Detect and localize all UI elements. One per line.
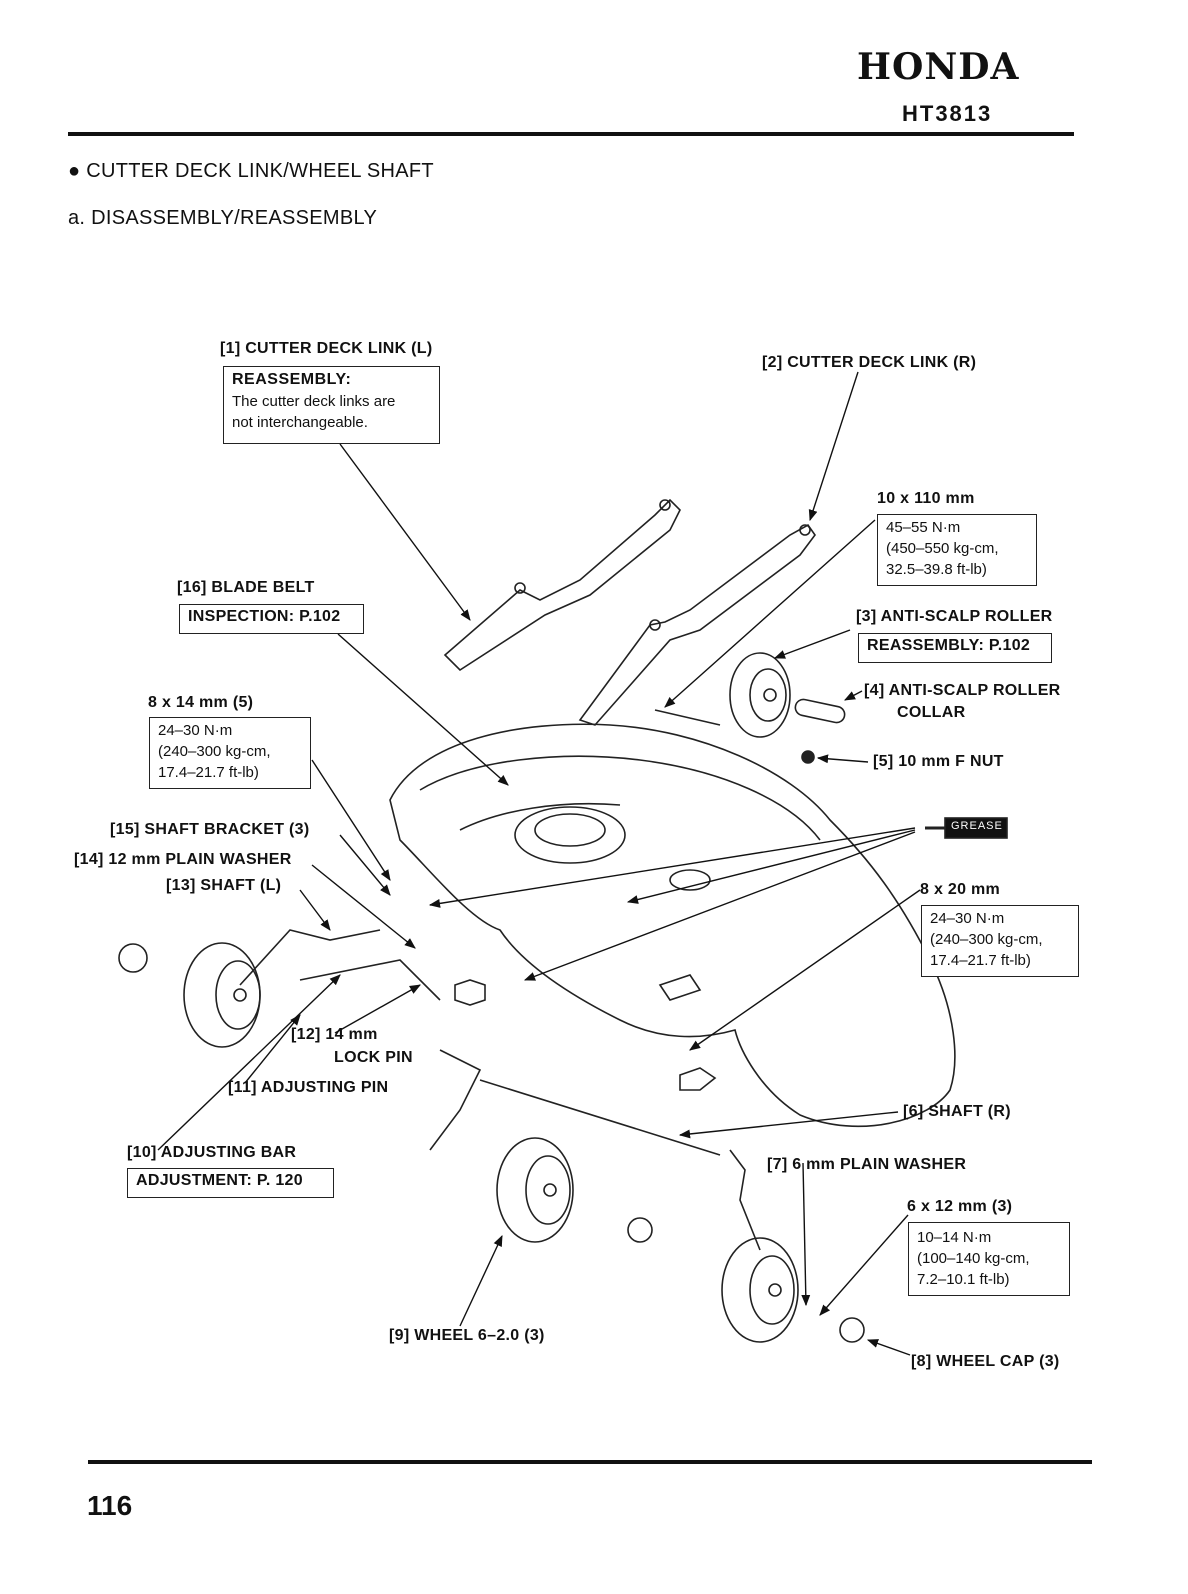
callout-9-label: [9] WHEEL 6–2.0 (3) bbox=[389, 1327, 545, 1344]
callout-1-box: REASSEMBLY: The cutter deck links are no… bbox=[223, 366, 440, 444]
bullet: ● bbox=[68, 160, 87, 182]
shaft-r bbox=[479, 1079, 721, 1156]
adjusting-bar bbox=[299, 959, 441, 1001]
brand-logo: HONDA bbox=[857, 46, 1020, 88]
wheel-cap-center bbox=[627, 1217, 653, 1243]
callout-3-label: [3] ANTI-SCALP ROLLER bbox=[856, 608, 1053, 625]
torque-10x110-line2: (450–550 kg-cm, bbox=[886, 540, 999, 557]
torque-10x110-box: 45–55 N·m (450–550 kg-cm, 32.5–39.8 ft-l… bbox=[877, 514, 1037, 586]
shaft-l bbox=[239, 929, 381, 986]
section-subtitle: a. DISASSEMBLY/REASSEMBLY bbox=[68, 207, 378, 229]
callout-1-box-line1: The cutter deck links are bbox=[232, 393, 396, 410]
torque-6x12-line3: 7.2–10.1 ft-lb) bbox=[917, 1271, 1010, 1288]
callout-4-label-line2: COLLAR bbox=[897, 704, 966, 721]
torque-8x20-line2: (240–300 kg-cm, bbox=[930, 931, 1043, 948]
callout-15-label: [15] SHAFT BRACKET (3) bbox=[110, 821, 310, 838]
wheel-center bbox=[496, 1137, 574, 1243]
wheel-right bbox=[721, 1237, 799, 1343]
anti-scalp-roller bbox=[729, 652, 791, 738]
callout-7-label: [7] 6 mm PLAIN WASHER bbox=[767, 1156, 967, 1173]
torque-8x14-box: 24–30 N·m (240–300 kg-cm, 17.4–21.7 ft-l… bbox=[149, 717, 311, 789]
torque-8x14-size: 8 x 14 mm (5) bbox=[148, 694, 254, 711]
cutter-deck bbox=[389, 723, 956, 1128]
torque-6x12-size: 6 x 12 mm (3) bbox=[907, 1198, 1013, 1215]
callout-12-label: [12] 14 mm bbox=[291, 1026, 378, 1043]
callout-4-label: [4] ANTI-SCALP ROLLER bbox=[864, 682, 1061, 699]
torque-10x110-line3: 32.5–39.8 ft-lb) bbox=[886, 561, 987, 578]
callout-6-label: [6] SHAFT (R) bbox=[903, 1103, 1011, 1120]
wheel-cap-left bbox=[118, 943, 148, 973]
callout-13-label: [13] SHAFT (L) bbox=[166, 877, 282, 894]
callout-10-ref-box: ADJUSTMENT: P. 120 bbox=[127, 1168, 334, 1198]
wheel-left bbox=[183, 942, 261, 1048]
callout-3-ref: REASSEMBLY: P.102 bbox=[867, 637, 1031, 654]
shaft-bracket bbox=[454, 979, 486, 1006]
footer-rule bbox=[88, 1460, 1092, 1464]
torque-8x20-line3: 17.4–21.7 ft-lb) bbox=[930, 952, 1031, 969]
callout-2-label: [2] CUTTER DECK LINK (R) bbox=[762, 354, 977, 371]
section-title: ● CUTTER DECK LINK/WHEEL SHAFT bbox=[68, 160, 434, 182]
callout-11-label: [11] ADJUSTING PIN bbox=[228, 1079, 389, 1096]
callout-10-label: [10] ADJUSTING BAR bbox=[127, 1144, 297, 1161]
model-number: HT3813 bbox=[902, 101, 993, 126]
callout-12-label-line2: LOCK PIN bbox=[334, 1049, 413, 1066]
callout-1-box-line2: not interchangeable. bbox=[232, 414, 368, 431]
torque-8x14-line2: (240–300 kg-cm, bbox=[158, 743, 271, 760]
callout-5-label: [5] 10 mm F NUT bbox=[873, 753, 1004, 770]
callout-16-ref-box: INSPECTION: P.102 bbox=[179, 604, 364, 634]
callout-1-box-title: REASSEMBLY: bbox=[232, 371, 352, 388]
torque-6x12-line2: (100–140 kg-cm, bbox=[917, 1250, 1030, 1267]
callout-16-label: [16] BLADE BELT bbox=[177, 579, 315, 596]
cutter-deck-link-l bbox=[443, 498, 681, 672]
torque-6x12-line1: 10–14 N·m bbox=[917, 1229, 992, 1246]
torque-8x20-size: 8 x 20 mm bbox=[920, 881, 1001, 898]
grease-label: GREASE bbox=[951, 820, 1003, 832]
torque-10x110-size: 10 x 110 mm bbox=[877, 490, 975, 507]
cutter-deck-link-r bbox=[578, 523, 816, 726]
callout-8-label: [8] WHEEL CAP (3) bbox=[911, 1353, 1060, 1370]
torque-8x14-line3: 17.4–21.7 ft-lb) bbox=[158, 764, 259, 781]
callout-10-ref: ADJUSTMENT: P. 120 bbox=[136, 1172, 303, 1189]
callout-1-label: [1] CUTTER DECK LINK (L) bbox=[220, 340, 433, 357]
callout-16-ref: INSPECTION: P.102 bbox=[188, 608, 341, 625]
page-number: 116 bbox=[87, 1490, 133, 1521]
torque-8x20-box: 24–30 N·m (240–300 kg-cm, 17.4–21.7 ft-l… bbox=[921, 905, 1079, 977]
callout-3-ref-box: REASSEMBLY: P.102 bbox=[858, 633, 1052, 663]
wheel-cap-right bbox=[839, 1317, 865, 1343]
torque-8x14-line1: 24–30 N·m bbox=[158, 722, 233, 739]
torque-8x20-line1: 24–30 N·m bbox=[930, 910, 1005, 927]
header-rule bbox=[68, 132, 1074, 136]
blade-pulley bbox=[514, 806, 626, 864]
torque-10x110-line1: 45–55 N·m bbox=[886, 519, 961, 536]
anti-scalp-roller-collar bbox=[794, 698, 846, 724]
callout-14-label: [14] 12 mm PLAIN WASHER bbox=[74, 851, 292, 868]
torque-6x12-box: 10–14 N·m (100–140 kg-cm, 7.2–10.1 ft-lb… bbox=[908, 1222, 1070, 1296]
